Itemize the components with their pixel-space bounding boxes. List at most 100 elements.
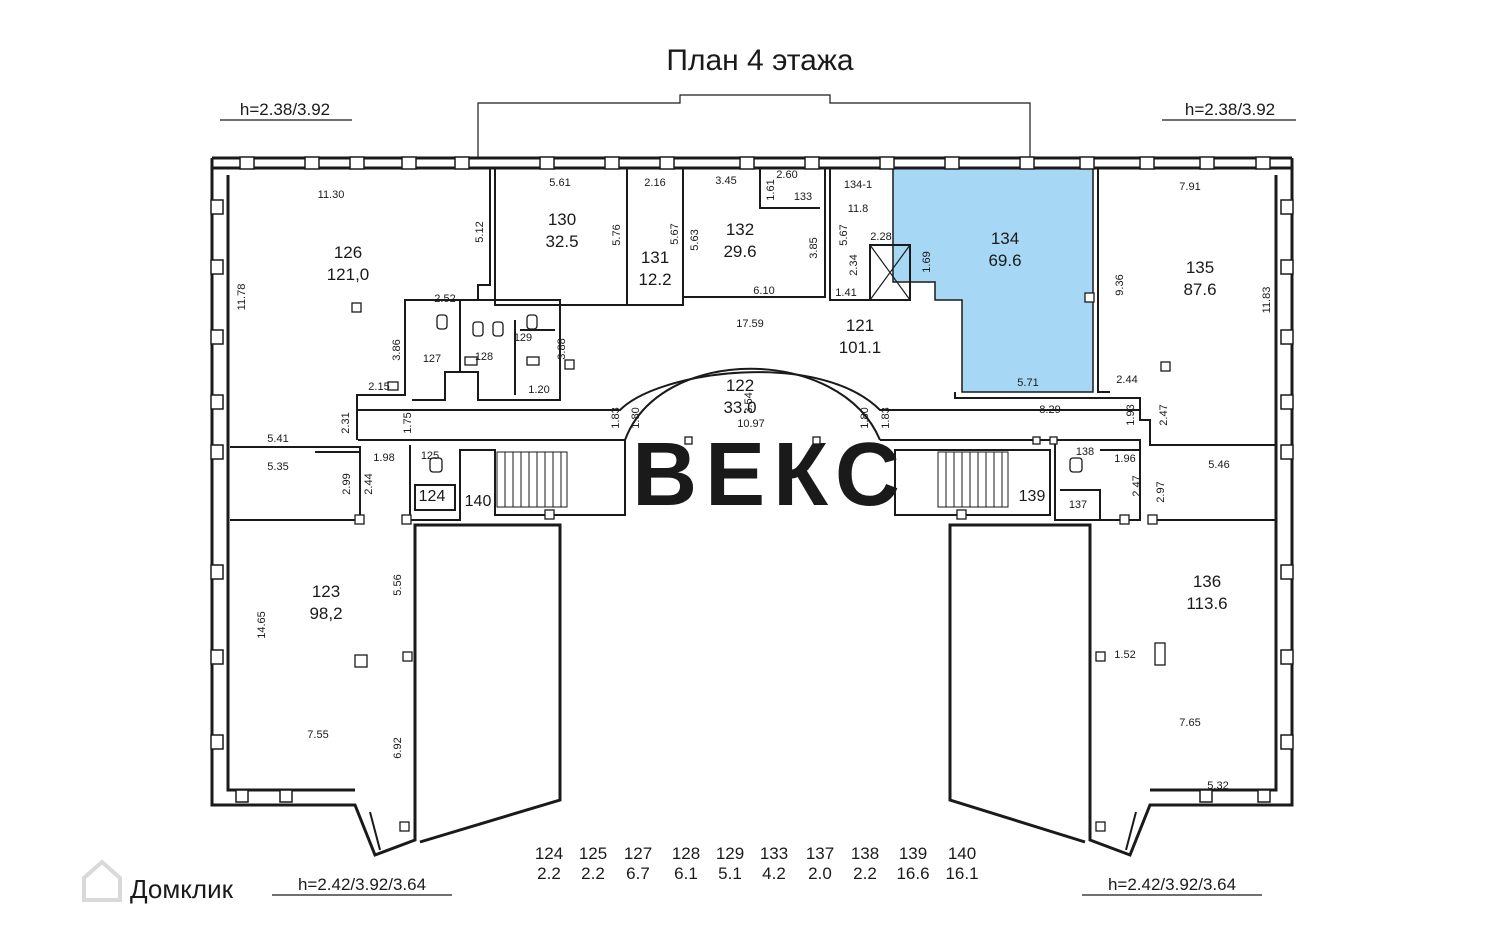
dimension-label: 2.52: [434, 293, 455, 305]
dimension-label: 2.97: [1155, 481, 1167, 502]
summary-room-area: 6.7: [626, 864, 650, 883]
dimension-label: 1.52: [1114, 649, 1135, 661]
domclick-logo: Домклик: [82, 859, 234, 904]
room-number: 132: [726, 220, 754, 239]
summary-room-number: 125: [579, 844, 607, 863]
room-number: 123: [312, 582, 340, 601]
room-number: 136: [1193, 572, 1221, 591]
dimension-label: 5.56: [392, 574, 404, 595]
room-number: 138: [1076, 446, 1094, 458]
stair-left: [496, 451, 568, 508]
room-number: 124: [419, 488, 446, 505]
room-number: 133: [794, 191, 812, 203]
dimension-label: 6.10: [753, 285, 774, 297]
summary-room-area: 2.2: [581, 864, 605, 883]
dimension-label: 11.78: [236, 284, 248, 311]
dimension-label: 1.41: [835, 287, 856, 299]
dimension-label: 5.46: [1208, 459, 1229, 471]
room-area: 33.0: [723, 398, 756, 417]
room-area: 101.1: [839, 338, 882, 357]
height-label-top-right: h=2.38/3.92: [1185, 100, 1275, 119]
room-area: 87.6: [1183, 280, 1216, 299]
summary-room-area: 2.2: [853, 864, 877, 883]
dimension-label: 1.83: [880, 407, 892, 428]
dimension-label: 2.60: [776, 169, 797, 181]
room-area: 12.2: [638, 270, 671, 289]
summary-room-number: 124: [535, 844, 563, 863]
dimension-label: 10.97: [737, 418, 765, 430]
dimension-label: 11.30: [318, 189, 345, 201]
summary-room-area: 6.1: [674, 864, 698, 883]
dimension-label: 2.99: [341, 473, 353, 494]
room-area: 32.5: [545, 232, 578, 251]
dimension-label: 3.54: [743, 392, 755, 413]
room-area: 29.6: [723, 242, 756, 261]
summary-room-area: 4.2: [762, 864, 786, 883]
dimension-label: 9.36: [1114, 274, 1126, 295]
dimension-label: 2.47: [1131, 475, 1143, 496]
room-number: 128: [475, 351, 493, 363]
dimension-label: 3.86: [391, 339, 403, 360]
dimension-label: 2.16: [644, 177, 665, 189]
dimension-label: 5.71: [1017, 377, 1038, 389]
dimension-label: 2.31: [340, 412, 352, 433]
roof-parapet: [477, 94, 1031, 158]
dimension-label: 1.96: [1114, 453, 1135, 465]
dimension-label: 2.44: [1116, 374, 1137, 386]
dimension-label: 5.12: [474, 221, 486, 242]
room-number: 140: [465, 493, 492, 510]
dimension-label: 5.67: [669, 223, 681, 244]
dimension-label: 1.98: [373, 452, 394, 464]
dimension-label: 1.61: [765, 179, 777, 200]
room-number: 130: [548, 210, 576, 229]
room-number: 134-1: [844, 179, 872, 191]
window-marks: [210, 156, 1294, 803]
dimension-label: 1.80: [630, 407, 642, 428]
room-number: 122: [726, 376, 754, 395]
dimension-label: 6.92: [392, 737, 404, 758]
summary-room-area: 16.6: [896, 864, 929, 883]
dimension-label: 3.45: [715, 175, 736, 187]
dimension-label: 1.75: [402, 412, 414, 433]
watermark: ВЕКС: [632, 425, 908, 525]
plan-title: План 4 этажа: [666, 44, 853, 77]
dimension-label: 1.20: [528, 384, 549, 396]
dimension-label: 2.28: [870, 231, 891, 243]
dimension-label: 7.55: [307, 729, 328, 741]
room-number: 137: [1069, 499, 1087, 511]
dimension-label: 5.76: [611, 224, 623, 245]
summary-room-area: 2.0: [808, 864, 832, 883]
dimension-label: 5.41: [267, 433, 288, 445]
dimension-label: 2.15: [368, 381, 389, 393]
logo-text: Домклик: [130, 874, 234, 904]
summary-room-area: 5.1: [718, 864, 742, 883]
room-134-highlight[interactable]: [892, 167, 1094, 393]
room-area: 113.6: [1186, 594, 1227, 613]
dimension-label: 5.61: [549, 177, 570, 189]
height-label-bottom-left: h=2.42/3.92/3.64: [298, 875, 426, 894]
dimension-label: 7.91: [1179, 181, 1200, 193]
summary-room-area: 16.1: [945, 864, 978, 883]
summary-room-area: 2.2: [537, 864, 561, 883]
dimension-labels: 11.30 5.61 2.16 3.45 2.60 1.61 7.91 5.12…: [236, 169, 1273, 792]
dimension-label: 2.47: [1158, 404, 1170, 425]
dimension-label: 1.69: [921, 251, 933, 272]
room-number: 121: [846, 316, 874, 335]
height-label-bottom-right: h=2.42/3.92/3.64: [1108, 875, 1236, 894]
dimension-label: 3.88: [556, 338, 568, 359]
dimension-label: 8.29: [1039, 404, 1060, 416]
room-number: 129: [514, 332, 532, 344]
room-number: 127: [423, 353, 441, 365]
summary-room-number: 138: [851, 844, 879, 863]
summary-room-number: 129: [716, 844, 744, 863]
summary-room-number: 128: [672, 844, 700, 863]
dimension-label: 11.83: [1261, 287, 1273, 314]
dimension-label: 5.63: [689, 229, 701, 250]
dimension-label: 17.59: [736, 318, 764, 330]
stair-right: [937, 451, 1009, 508]
room-area: 69.6: [988, 251, 1021, 270]
summary-room-number: 139: [899, 844, 927, 863]
dimension-label: 14.65: [256, 611, 268, 639]
fixtures: [351, 292, 1171, 832]
